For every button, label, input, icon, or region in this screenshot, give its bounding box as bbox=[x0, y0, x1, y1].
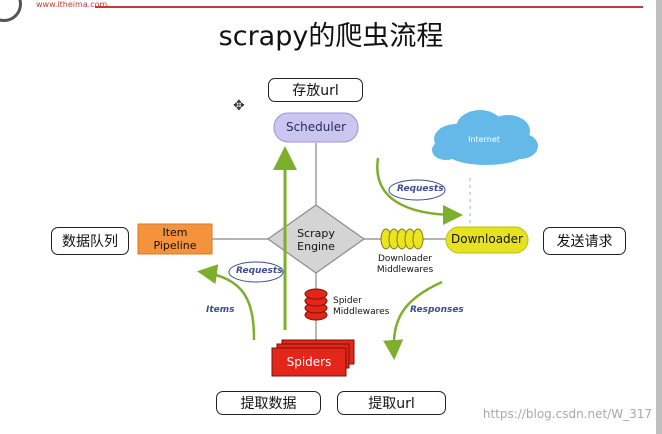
spider-middlewares-icon bbox=[304, 288, 328, 321]
requests-mid-label: Requests bbox=[236, 266, 283, 276]
internet-cloud bbox=[432, 110, 538, 165]
downloader-mw-label-line2: Middlewares bbox=[376, 265, 434, 275]
items-to-pipeline-arrow bbox=[197, 264, 256, 341]
spider-mw-label-line1: Spider bbox=[333, 296, 362, 306]
scheduler-label: Scheduler bbox=[285, 120, 347, 134]
send-request-box: 发送请求 bbox=[543, 227, 626, 255]
internet-label: Internet bbox=[468, 135, 500, 144]
downloader-node bbox=[445, 226, 529, 254]
engine-label-line2: Engine bbox=[297, 240, 335, 253]
watermark: https://blog.csdn.net/W_317 bbox=[482, 407, 652, 421]
data-queue-box: 数据队列 bbox=[51, 227, 129, 255]
items-label: Items bbox=[206, 305, 235, 315]
requests-mid-bubble bbox=[228, 261, 284, 283]
scheduler-node bbox=[273, 112, 359, 143]
extract-data-box: 提取数据 bbox=[216, 391, 321, 415]
downloader-label: Downloader bbox=[451, 232, 523, 246]
spiders-label: Spiders bbox=[286, 355, 332, 369]
responses-to-spiders-arrow bbox=[383, 280, 443, 360]
requests-top-label: Requests bbox=[397, 184, 444, 194]
item-pipeline-node bbox=[137, 223, 213, 255]
pipeline-label-line1: Item bbox=[162, 226, 188, 239]
downloader-middlewares-icon bbox=[380, 228, 424, 250]
engine-label-line1: Scrapy bbox=[297, 227, 335, 240]
header-divider bbox=[95, 6, 643, 8]
requests-to-downloader-arrow bbox=[376, 157, 463, 225]
spider-mw-label-line2: Middlewares bbox=[333, 307, 390, 317]
page-title: scrapy的爬虫流程 bbox=[218, 21, 444, 52]
downloader-mw-label-line1: Downloader bbox=[378, 254, 432, 264]
logo-url: www.itheima.com bbox=[36, 0, 108, 9]
extract-url-box: 提取url bbox=[337, 391, 446, 415]
pipeline-label-line2: Pipeline bbox=[153, 239, 197, 252]
window-edge bbox=[656, 0, 662, 434]
spiders-node bbox=[271, 339, 355, 377]
responses-label: Responses bbox=[410, 305, 464, 315]
logo-ring bbox=[0, 0, 22, 22]
requests-top-bubble bbox=[388, 179, 446, 201]
store-url-box: 存放url bbox=[268, 78, 363, 102]
mouse-cursor-icon: ✥ bbox=[233, 98, 245, 114]
